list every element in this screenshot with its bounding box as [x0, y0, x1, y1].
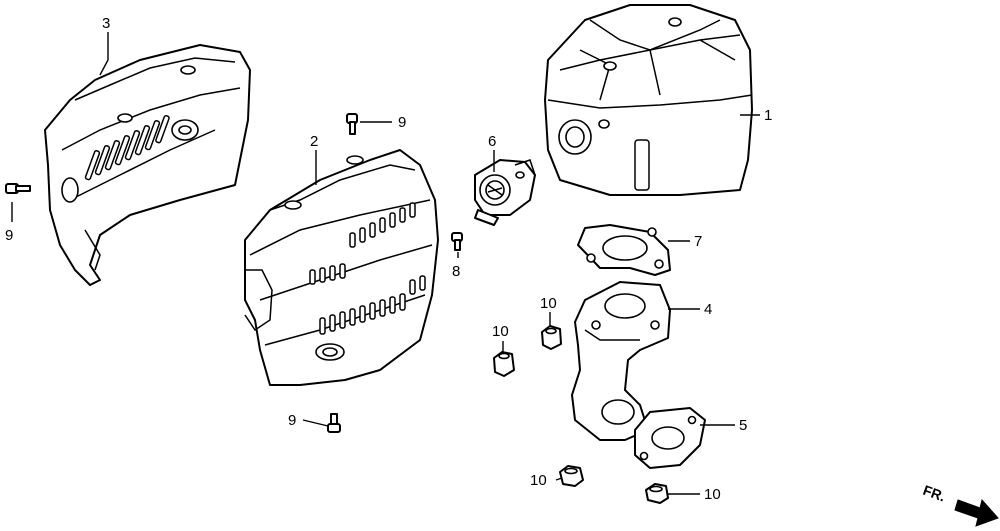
- callout-7: 7: [694, 233, 702, 250]
- callout-6: 6: [488, 133, 496, 150]
- front-label: FR.: [921, 482, 948, 505]
- callout-3: 3: [102, 15, 110, 32]
- nut-10-d: [645, 483, 669, 504]
- callout-10-c: 10: [530, 472, 547, 489]
- part-4-exhaust-pipe: [571, 281, 671, 441]
- callout-10-b: 10: [540, 295, 557, 312]
- nut-10-a: [493, 351, 515, 377]
- bolt-9-top: [346, 113, 358, 135]
- part-2-heat-shield: [244, 149, 439, 386]
- nut-10-c: [559, 465, 584, 487]
- part-7-gasket: [577, 224, 671, 276]
- callout-1: 1: [764, 107, 772, 124]
- callouts: 3 2 9 9 9 6 8 1 7 4 5 10 10 10 10: [5, 15, 772, 503]
- nut-10-b: [541, 325, 562, 350]
- part-1-muffler: [544, 4, 753, 196]
- callout-10-d: 10: [704, 486, 721, 503]
- callout-9-top: 9: [398, 114, 406, 131]
- bolt-9-left: [5, 183, 31, 194]
- callout-9-left: 9: [5, 227, 13, 244]
- bolt-9-bottom: [327, 413, 341, 433]
- front-direction-marker: FR.: [921, 482, 999, 527]
- callout-5: 5: [739, 417, 747, 434]
- callout-2: 2: [310, 133, 318, 150]
- callout-10-a: 10: [492, 323, 509, 340]
- bolt-8: [451, 232, 463, 251]
- part-3-heat-shield: [44, 44, 251, 286]
- callout-9-bottom: 9: [288, 412, 296, 429]
- leader-lines: [11, 32, 760, 495]
- front-arrow-icon: [954, 498, 999, 527]
- callout-8: 8: [452, 263, 460, 280]
- part-6-spark-arrester: [474, 159, 536, 226]
- callout-4: 4: [704, 301, 712, 318]
- part-5-gasket: [634, 407, 706, 469]
